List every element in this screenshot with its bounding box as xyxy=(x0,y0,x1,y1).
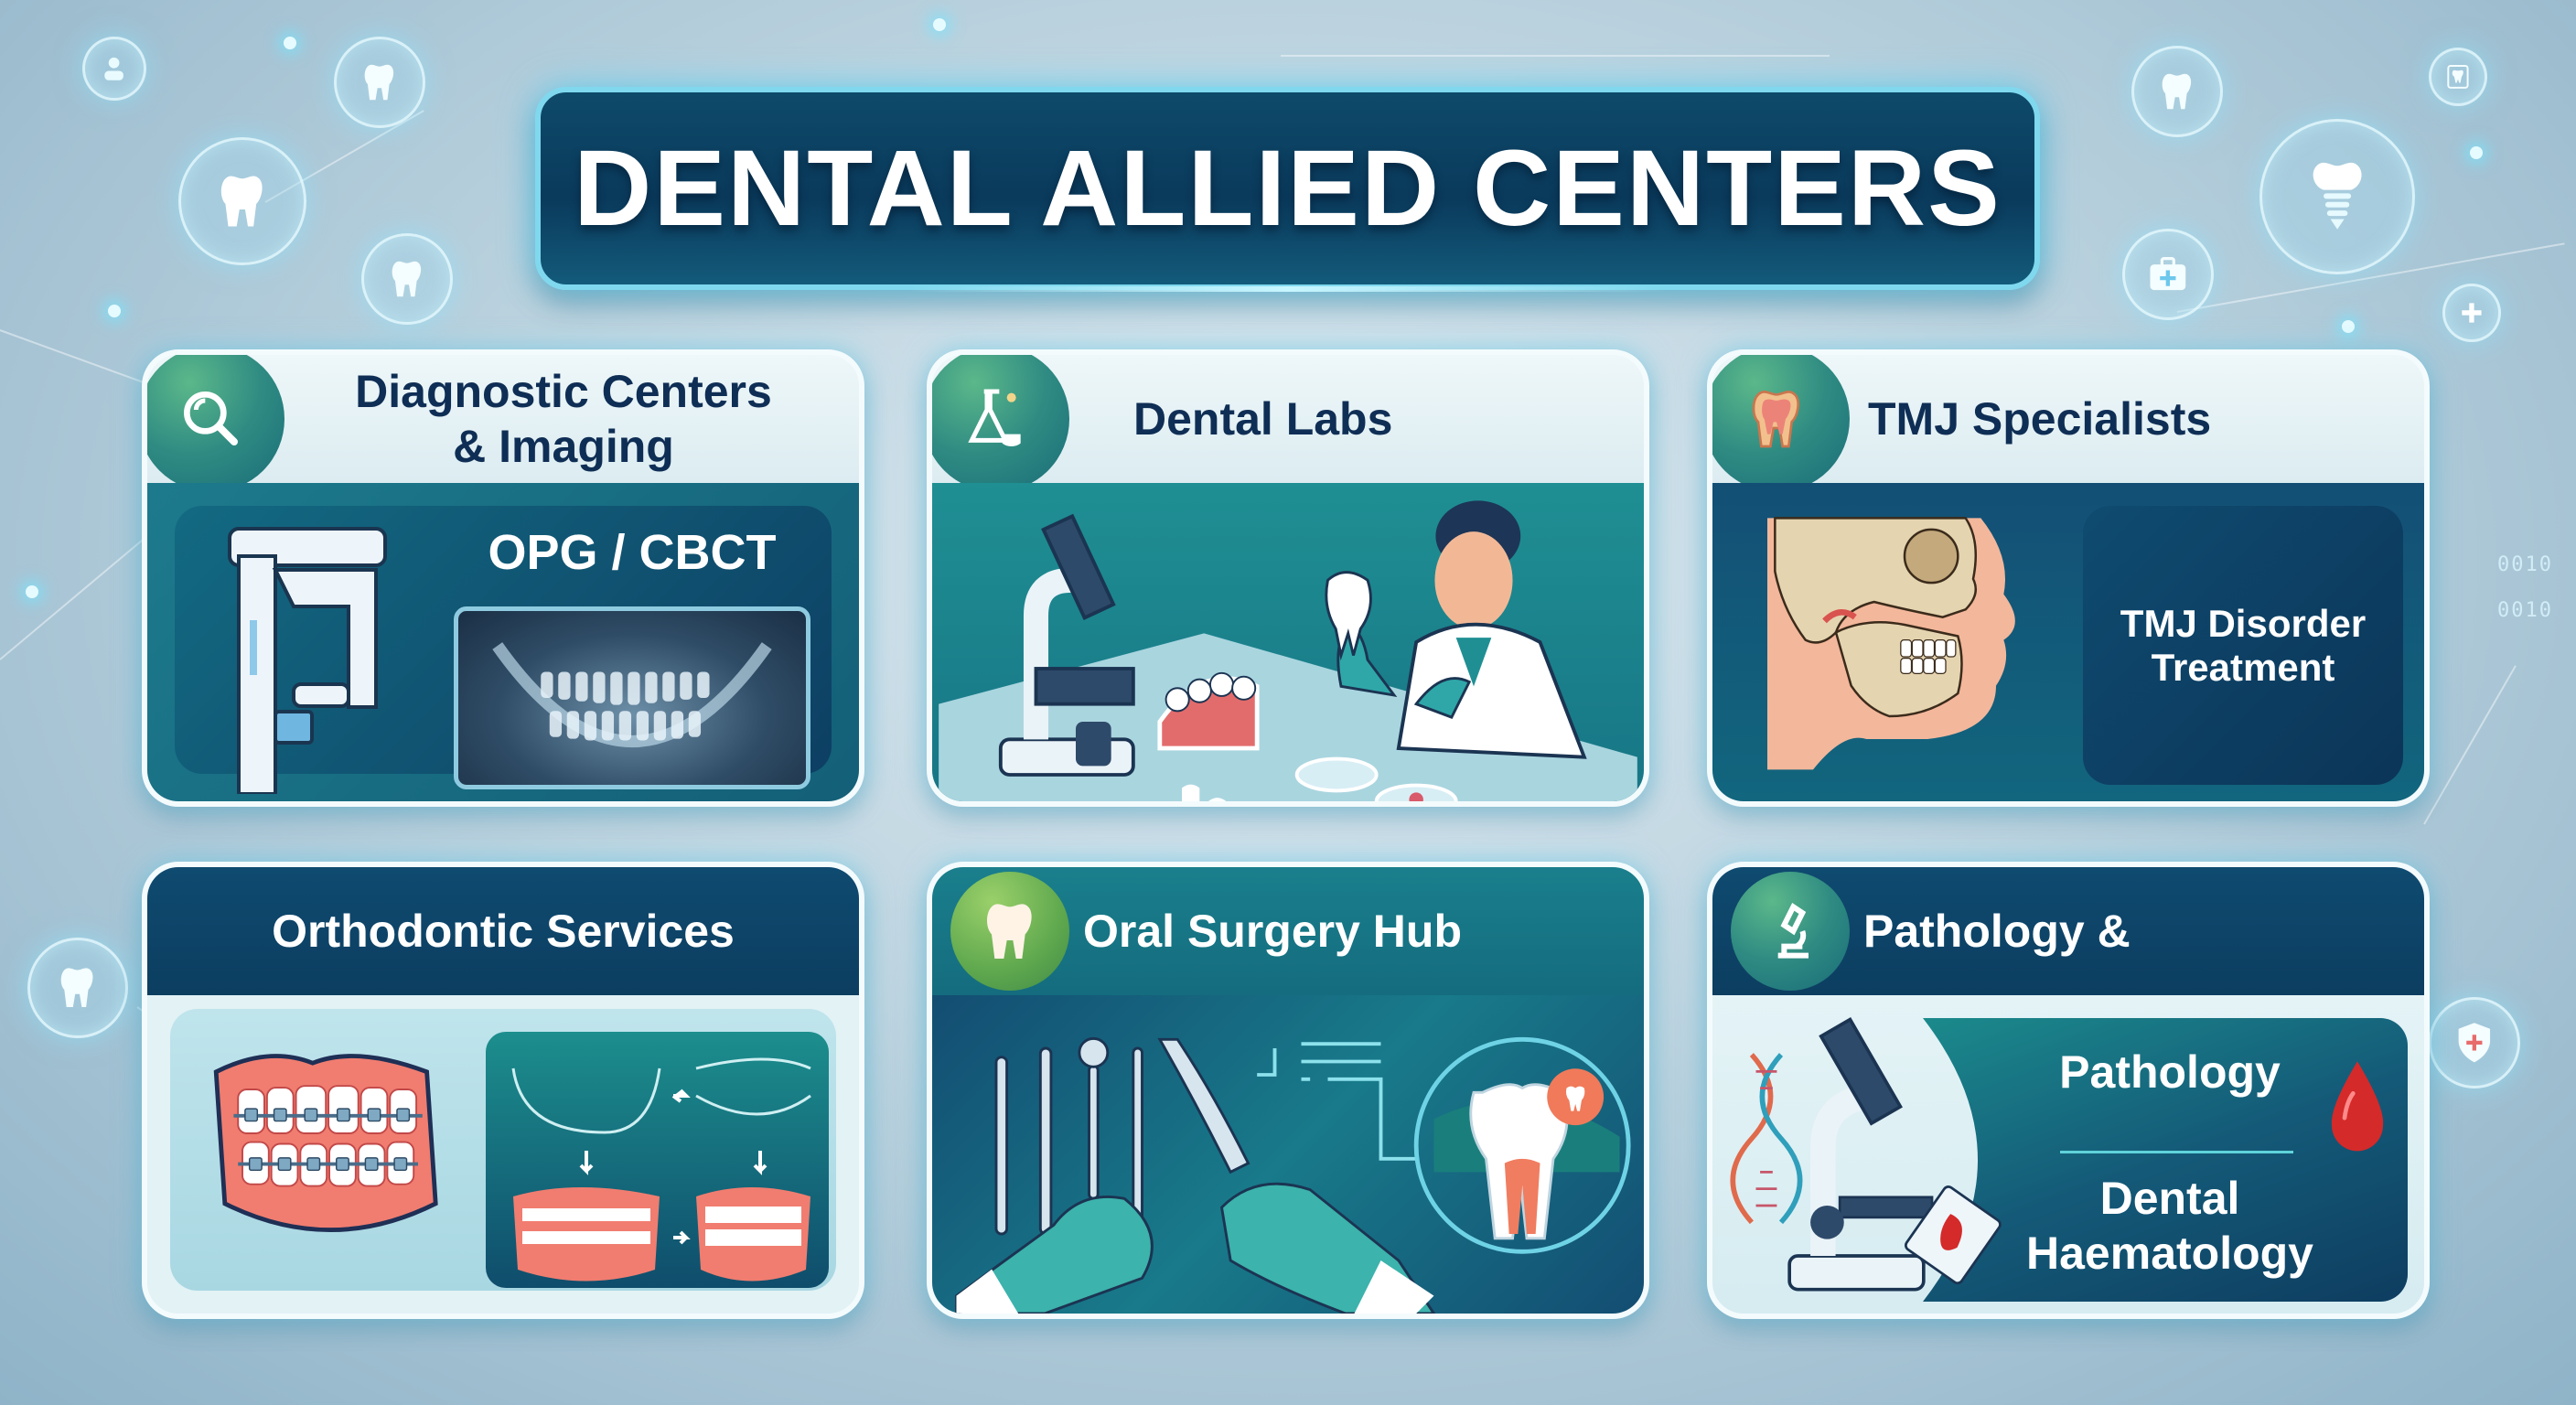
glow-dot xyxy=(26,585,38,598)
panel-label-haematology: Haematology xyxy=(2026,1228,2313,1279)
tooth-icon xyxy=(361,233,453,325)
panel-label-line1: TMJ Disorder xyxy=(2120,601,2367,645)
card-header: Dental Labs xyxy=(932,355,1644,492)
card-header: Orthodontic Services xyxy=(147,867,859,995)
braces-illustration xyxy=(213,1054,438,1232)
tooth-icon xyxy=(178,137,306,265)
xray-machine-illustration xyxy=(228,527,387,794)
aligner-progression-panel xyxy=(486,1032,829,1288)
card-tmj-specialists[interactable]: TMJ Specialists TMJ Disorder Treatment xyxy=(1707,349,2430,807)
tooth-icon xyxy=(950,872,1069,991)
card-body: TMJ Disorder Treatment xyxy=(1712,483,2424,801)
microscope-icon xyxy=(1731,872,1850,991)
binary-label: 0010 xyxy=(2497,599,2553,622)
title-glow xyxy=(907,286,1669,292)
panel-label-pathology: Pathology xyxy=(2059,1046,2281,1098)
glow-dot xyxy=(108,305,121,317)
tooth-icon xyxy=(27,938,128,1038)
card-header: Diagnostic Centers & Imaging xyxy=(147,355,859,492)
card-diagnostic-centers[interactable]: Diagnostic Centers & Imaging OPG / CBCT xyxy=(142,349,864,807)
network-line xyxy=(1281,55,1830,57)
magnifier-icon xyxy=(147,355,284,492)
skull-jaw-illustration xyxy=(1767,517,2015,770)
card-title: Dental Labs xyxy=(1133,393,1393,445)
glow-dot xyxy=(933,18,946,31)
divider xyxy=(2060,1151,2293,1153)
flask-icon xyxy=(932,355,1069,492)
oral-surgery-illustration xyxy=(955,1036,1631,1314)
pathology-panel: Pathology Dental Haematology xyxy=(1923,1018,2408,1302)
card-pathology-haematology[interactable]: Pathology & Pathology Dental Haematology xyxy=(1707,862,2430,1319)
panel-label-dental: Dental xyxy=(2099,1173,2240,1224)
orthodontic-panel xyxy=(170,1009,836,1291)
card-title: Orthodontic Services xyxy=(272,906,735,957)
tooth-icon xyxy=(334,37,425,128)
card-title: Oral Surgery Hub xyxy=(1083,906,1462,957)
medical-kit-icon xyxy=(2122,229,2214,320)
card-title-line1: Diagnostic Centers xyxy=(355,366,772,417)
user-icon xyxy=(82,37,146,101)
card-title: TMJ Specialists xyxy=(1868,393,2212,445)
card-header: Oral Surgery Hub xyxy=(932,867,1644,995)
network-line xyxy=(2423,665,2517,825)
card-body: Pathology Dental Haematology xyxy=(1712,995,2424,1314)
tooth-icon xyxy=(1712,355,1850,492)
panel-label-opg-cbct: OPG / CBCT xyxy=(488,525,777,580)
tooth-crown-icon xyxy=(2131,46,2223,137)
card-header: Pathology & xyxy=(1712,867,2424,995)
shield-plus-icon xyxy=(2429,997,2520,1089)
card-oral-surgery-hub[interactable]: Oral Surgery Hub xyxy=(927,862,1649,1319)
glow-dot xyxy=(284,37,296,49)
card-title: Pathology & xyxy=(1863,906,2131,957)
panel-label-line2: Treatment xyxy=(2151,645,2335,689)
card-orthodontic-services[interactable]: Orthodontic Services xyxy=(142,862,864,1319)
card-title-line2: & Imaging xyxy=(453,421,674,472)
card-body xyxy=(932,483,1644,801)
card-body xyxy=(147,995,859,1314)
binary-label: 0010 xyxy=(2497,553,2553,576)
panoramic-xray-image xyxy=(454,606,810,789)
plus-icon xyxy=(2442,284,2501,342)
card-dental-labs[interactable]: Dental Labs xyxy=(927,349,1649,807)
card-body: OPG / CBCT xyxy=(147,483,859,801)
card-header: TMJ Specialists xyxy=(1712,355,2424,492)
imaging-panel: OPG / CBCT xyxy=(175,506,832,794)
page-title: DENTAL ALLIED CENTERS xyxy=(574,128,2002,249)
dental-implant-icon xyxy=(2259,119,2415,274)
glow-dot xyxy=(2342,320,2355,333)
microscope-dna-illustration xyxy=(1730,1017,2002,1292)
glow-dot xyxy=(2470,146,2483,159)
tooth-card-icon xyxy=(2429,48,2487,106)
card-body xyxy=(932,995,1644,1314)
title-banner: DENTAL ALLIED CENTERS xyxy=(535,87,2040,292)
dental-lab-illustration xyxy=(939,500,1637,801)
blood-drop-icon xyxy=(2325,1055,2389,1160)
tmj-treatment-panel: TMJ Disorder Treatment xyxy=(2083,506,2403,785)
